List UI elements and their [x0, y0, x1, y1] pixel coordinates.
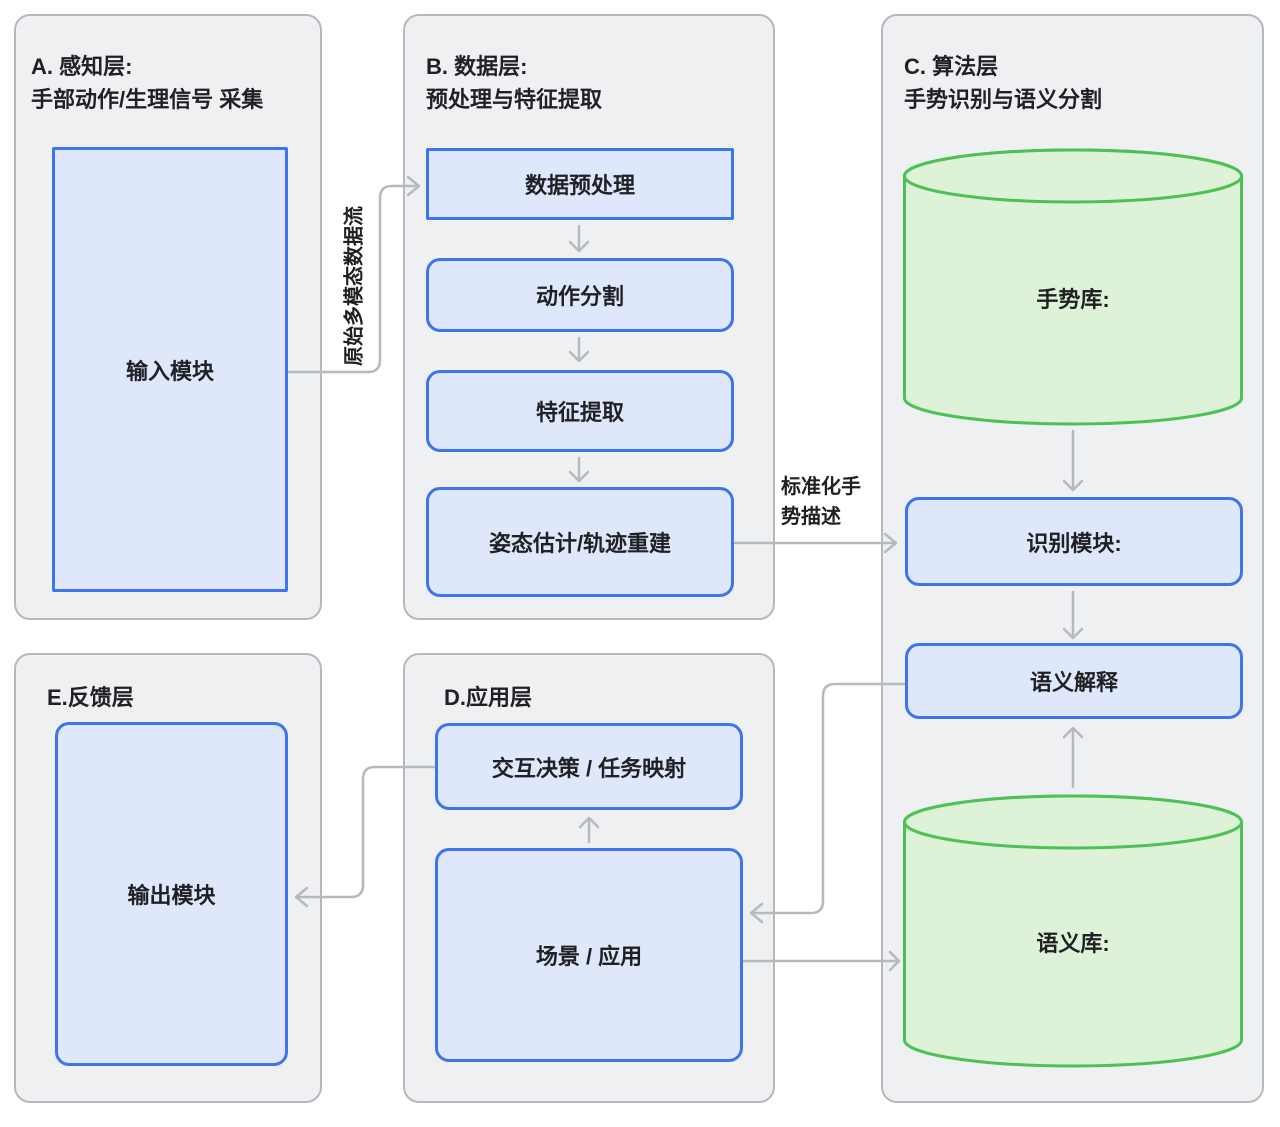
panel-a-title-line1: A. 感知层: [31, 54, 133, 79]
node-pose-estimation: 姿态估计/轨迹重建 [426, 487, 734, 597]
edge-label-standardized-line1: 标准化手 [781, 476, 861, 498]
panel-c-title-line2: 手势识别与语义分割 [904, 87, 1103, 112]
panel-e-title: E.反馈层 [47, 685, 134, 710]
edge-scene-to-semanticdb [741, 950, 901, 972]
arrow-segmentation-to-feature [568, 336, 590, 363]
node-action-segmentation: 动作分割 [426, 258, 734, 332]
edge-pose-to-recognition [732, 532, 898, 554]
edge-semantic-to-scene [749, 682, 907, 924]
arrow-recognition-to-semantic [1062, 590, 1084, 640]
panel-c-title: C. 算法层手势识别与语义分割 [904, 50, 1102, 116]
arrow-gesturedb-to-recognition [1062, 429, 1084, 492]
edge-label-standardized-gesture: 标准化手势描述 [781, 472, 861, 532]
arrow-feature-to-pose [568, 456, 590, 483]
edge-decision-to-output [294, 765, 437, 908]
cylinder-shape-icon [903, 148, 1243, 426]
node-output-module: 输出模块 [55, 722, 288, 1066]
panel-a-title-line2: 手部动作/生理信号 采集 [31, 87, 264, 112]
node-semantic-interpretation: 语义解释 [905, 643, 1243, 719]
panel-a-title: A. 感知层: 手部动作/生理信号 采集 [31, 50, 263, 116]
panel-c-title-line1: C. 算法层 [904, 54, 999, 79]
node-scene-application: 场景 / 应用 [435, 848, 743, 1062]
panel-b-title-line2: 预处理与特征提取 [426, 87, 603, 112]
semantic-database-cylinder: 语义库: [903, 794, 1243, 1068]
panel-b-title-line1: B. 数据层: [426, 54, 528, 79]
node-feature-extraction: 特征提取 [426, 370, 734, 452]
edge-input-to-preprocess [286, 175, 421, 374]
gesture-database-cylinder: 手势库: [903, 148, 1243, 426]
arrow-scene-to-decision [578, 816, 600, 844]
panel-d-title: D.应用层 [444, 685, 533, 710]
panel-b-title: B. 数据层: 预处理与特征提取 [426, 50, 602, 116]
arrow-semanticdb-to-semantic [1062, 726, 1084, 789]
node-recognition-module: 识别模块: [905, 497, 1243, 586]
node-interaction-decision: 交互决策 / 任务映射 [435, 723, 743, 810]
node-input-module: 输入模块 [52, 147, 288, 592]
gesture-db-label: 手势库: [1036, 287, 1110, 312]
arrow-preprocess-to-segmentation [568, 224, 590, 253]
edge-label-raw-multimodal-stream: 原始多模态数据流 [343, 206, 366, 366]
semantic-db-label: 语义库: [1036, 931, 1110, 956]
node-data-preprocess: 数据预处理 [426, 148, 734, 220]
edge-label-standardized-line2: 势描述 [781, 506, 841, 528]
cylinder-shape-icon [903, 794, 1243, 1068]
